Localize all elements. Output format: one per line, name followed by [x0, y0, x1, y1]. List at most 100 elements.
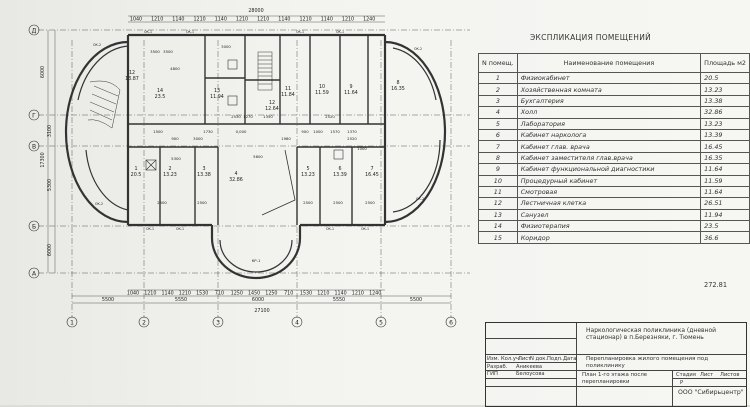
- inner-dim: 2500: [365, 200, 375, 205]
- top-dim: 1210: [342, 17, 354, 23]
- room-number: 4: [234, 171, 237, 177]
- room-area: 13.87: [125, 76, 139, 82]
- cell-area: 16.45: [700, 140, 750, 153]
- top-dim: 1210: [151, 17, 163, 23]
- bottom-dim: 5500: [102, 297, 114, 303]
- inner-dim: 1730: [203, 129, 213, 134]
- cell-n: 6: [478, 128, 518, 142]
- inner-dim: 900: [301, 129, 309, 134]
- inner-dim: 1000: [357, 146, 367, 151]
- inner-dim: 1980: [281, 136, 291, 141]
- left-dim: 17300: [40, 152, 46, 167]
- cell-name: Кабинет нарколога: [516, 128, 702, 142]
- bottom-row-dim: 1240: [369, 291, 381, 297]
- room-number: 14: [157, 88, 163, 94]
- window-mark: ОК-2: [414, 47, 422, 51]
- inner-dim: 3500: [150, 49, 160, 54]
- cell-area: 20.5: [700, 71, 750, 85]
- inner-dim: 1350: [263, 114, 273, 119]
- cell-area: 11.59: [700, 174, 750, 187]
- col-date: Дата: [563, 356, 577, 362]
- sheets-label: Листов: [720, 372, 740, 378]
- left-dim: 6000: [47, 244, 53, 256]
- bottom-row-dim: 710: [215, 291, 224, 297]
- inner-dim: 0,000: [236, 129, 247, 134]
- room-number: 13: [214, 88, 220, 94]
- sheet-label: Лист: [700, 372, 714, 378]
- room-number: 7: [370, 166, 373, 172]
- inner-dim: 2500: [333, 200, 343, 205]
- top-dim: 1210: [299, 17, 311, 23]
- cell-area: 36.6: [700, 231, 750, 244]
- cell-name: Процедурный кабинет: [516, 174, 702, 187]
- total-area: 272.81: [704, 281, 728, 289]
- inner-dim: 1270: [243, 114, 253, 119]
- cell-area: 23.5: [700, 220, 750, 233]
- header-area: Площадь м2: [700, 53, 750, 73]
- axis-number: 5: [379, 320, 383, 327]
- stage-value: Р: [680, 380, 684, 386]
- cell-area: 11.64: [700, 185, 750, 199]
- top-dim: 1210: [257, 17, 269, 23]
- inner-dim: 900: [171, 136, 179, 141]
- cell-name: Физиотерапия: [516, 220, 702, 233]
- name-gip: Белоусова: [516, 371, 545, 377]
- cell-name: Коридор: [516, 231, 702, 244]
- cell-n: 7: [478, 140, 518, 153]
- role-gip: ГИП: [487, 371, 498, 377]
- cell-n: 12: [478, 197, 518, 210]
- bottom-row-dim: 1530: [196, 291, 208, 297]
- room-number: 5: [306, 166, 309, 172]
- room-area: 11.94: [210, 94, 224, 100]
- top-dim: 1140: [172, 17, 184, 23]
- room-area: 32.86: [229, 177, 243, 183]
- top-dim: 1210: [236, 17, 248, 23]
- cell-n: 1: [478, 71, 518, 85]
- window-mark: ОК-1: [186, 30, 194, 34]
- bottom-row-dim: 1210: [317, 291, 329, 297]
- col-kol: Кол.уч.: [501, 356, 521, 362]
- header-name: Наименование помещения: [516, 53, 702, 73]
- cell-n: 2: [478, 83, 518, 96]
- room-area: 11.84: [281, 92, 295, 98]
- sheet-name: План 1-го этажа после перепланировки: [582, 372, 648, 385]
- top-dim: 1140: [321, 17, 333, 23]
- window-mark: ОК-1: [176, 227, 184, 231]
- name-dev: Аникеева: [516, 364, 543, 370]
- cell-n: 13: [478, 208, 518, 222]
- left-dim: 6000: [40, 66, 46, 78]
- cell-name: Лаборатория: [516, 117, 702, 130]
- bottom-dim: 5500: [410, 297, 422, 303]
- explication-title: ЭКСПЛИКАЦИЯ ПОМЕЩЕНИЙ: [530, 33, 652, 42]
- room-number: 10: [319, 84, 325, 90]
- axis-number: 6: [449, 320, 453, 327]
- explication-table: N помещ. Наименование помещения Площадь …: [478, 53, 750, 244]
- cell-area: 11.64: [700, 163, 750, 176]
- entrance-mark: КР-1: [252, 258, 261, 263]
- window-mark: ОК-1: [296, 30, 304, 34]
- cell-name: Хозяйственная комната: [516, 83, 702, 96]
- room-labels: 1423.51311.941212.641213.871111.841011.5…: [125, 70, 405, 183]
- inner-dim: 5300: [171, 156, 181, 161]
- axis-letter: В: [32, 144, 36, 151]
- bottom-dim: 5550: [175, 297, 187, 303]
- cell-n: 9: [478, 163, 518, 176]
- col-list: Лист: [518, 356, 532, 362]
- bottom-dim: 5550: [333, 297, 345, 303]
- col-izm: Изм.: [487, 356, 500, 362]
- cell-n: 11: [478, 185, 518, 199]
- inner-dim: 2500: [157, 200, 167, 205]
- axis-number: 2: [142, 320, 146, 327]
- company: ООО "Сибирьцентр": [678, 389, 744, 396]
- room-area: 13.23: [301, 172, 315, 178]
